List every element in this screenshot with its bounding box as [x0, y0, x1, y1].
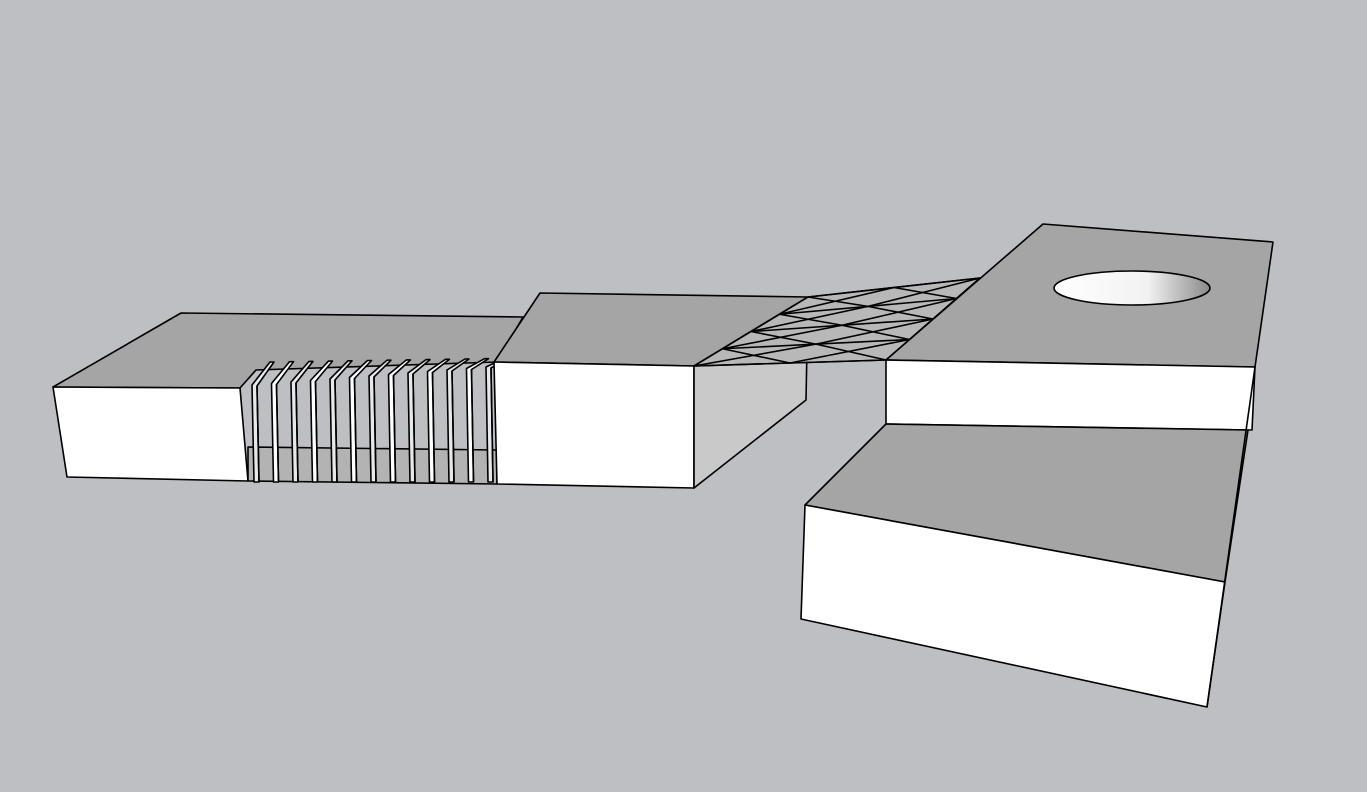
- right-lower-block[interactable]: [800, 366, 1256, 708]
- truss-member: [789, 338, 910, 364]
- truss-member: [867, 277, 981, 308]
- fin-edge: [373, 376, 377, 483]
- truss-member: [841, 297, 957, 327]
- fin-edge: [275, 384, 280, 483]
- fin-edge: [353, 378, 358, 483]
- hole: [1053, 270, 1211, 306]
- truss-member: [893, 286, 957, 300]
- truss-member: [867, 305, 934, 320]
- fin-array: [251, 357, 509, 483]
- truss-member: [722, 347, 791, 364]
- left-block-front-face: [52, 386, 249, 482]
- fin-edge: [314, 381, 319, 483]
- fin-edge: [295, 382, 299, 483]
- fin-edge: [490, 367, 494, 483]
- fin-edge: [392, 375, 397, 483]
- truss-member: [779, 313, 843, 327]
- middle-block[interactable]: [493, 292, 809, 489]
- left-block[interactable]: [52, 312, 524, 485]
- fin-edge: [412, 373, 416, 483]
- fin-edge: [431, 372, 436, 483]
- truss-member: [807, 296, 869, 308]
- fin-edge: [334, 379, 338, 483]
- truss-member: [750, 330, 817, 345]
- right-upper-front-face: [885, 359, 1256, 431]
- fin-edge: [470, 369, 475, 483]
- fin-edge: [451, 370, 455, 483]
- truss-member: [841, 324, 910, 341]
- right-upper-block[interactable]: [885, 223, 1274, 431]
- truss-member: [693, 296, 809, 367]
- truss-member: [815, 343, 887, 361]
- middle-block-front-face: [493, 361, 695, 489]
- fin-edge: [256, 385, 260, 483]
- right-block-edge: [1206, 366, 1256, 708]
- truss-member: [815, 318, 934, 345]
